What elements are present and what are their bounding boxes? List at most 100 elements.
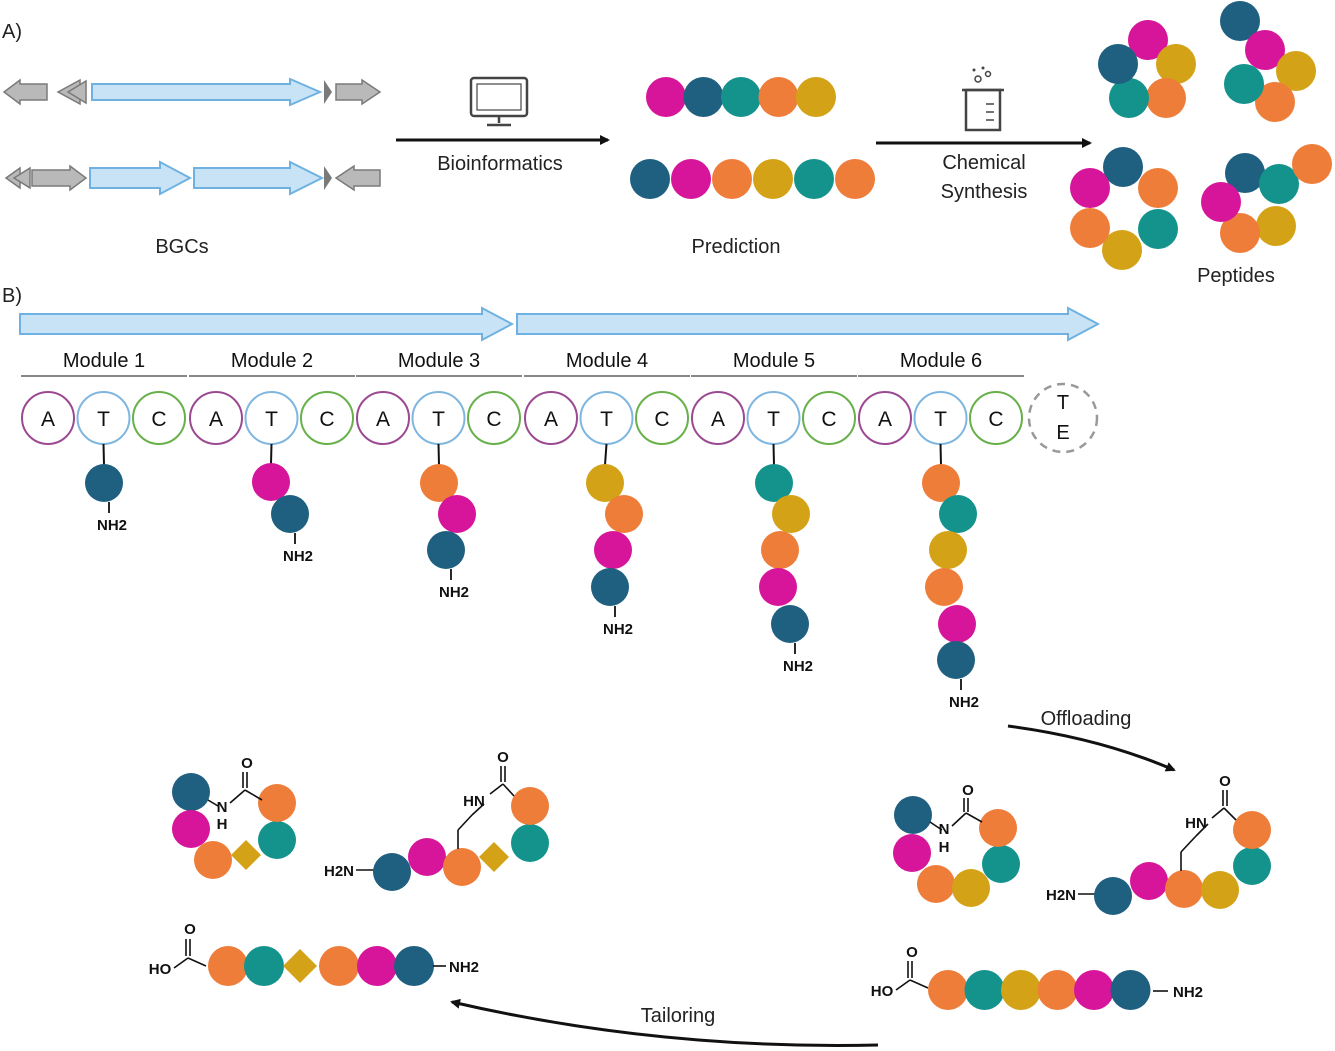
residue-navy <box>1094 877 1132 915</box>
residue-navy <box>1103 147 1143 187</box>
residue-navy <box>894 796 932 834</box>
residue-navy <box>373 853 411 891</box>
bond-line <box>207 799 219 807</box>
residue-orange <box>1146 78 1186 118</box>
domain-circle <box>802 391 856 445</box>
domain-C: C <box>635 391 689 445</box>
domain-C: C <box>969 391 1023 445</box>
h-label: H <box>217 816 228 833</box>
residue-orange <box>1037 970 1078 1010</box>
residue-navy <box>85 464 123 502</box>
bond-line <box>173 957 189 969</box>
domain-label: T <box>265 408 278 431</box>
bond-line <box>270 443 273 465</box>
residue-navy <box>771 605 809 643</box>
residue-magenta <box>759 568 797 606</box>
residue-gold <box>1201 871 1239 909</box>
residue-orange <box>194 841 232 879</box>
residue-navy <box>271 495 309 533</box>
residue-magenta <box>671 159 711 199</box>
residue-orange <box>443 848 481 886</box>
residue-orange <box>1255 82 1295 122</box>
residue-orange <box>1220 213 1260 253</box>
bond-line <box>244 789 263 801</box>
residue-teal <box>939 495 977 533</box>
domain-circle <box>858 391 912 445</box>
modified-residue-gold <box>231 840 261 870</box>
residue-orange <box>1165 870 1203 908</box>
prediction-row-2 <box>630 159 875 199</box>
domain-A: A <box>189 391 243 445</box>
n-label: N <box>939 821 950 838</box>
residue-magenta <box>1130 862 1168 900</box>
residue-orange <box>420 464 458 502</box>
tailoring-label: Tailoring <box>641 1005 715 1027</box>
residue-navy <box>630 159 670 199</box>
nh2-label: NH2 <box>1173 984 1203 1001</box>
domain-A: A <box>21 391 75 445</box>
residue-navy <box>1110 970 1151 1010</box>
residue-magenta <box>1070 168 1110 208</box>
residue-orange <box>208 946 248 986</box>
domain-label: T <box>97 408 110 431</box>
bond-line <box>457 814 473 831</box>
bioinformatics-label: Bioinformatics <box>437 153 563 175</box>
residue-orange <box>1138 168 1178 208</box>
amine-label: NH2 <box>783 658 813 675</box>
residue-navy <box>1220 1 1260 41</box>
peptidyl-chain-5: NH2 <box>755 443 813 675</box>
domain-T: T <box>579 391 634 445</box>
domain-label: T <box>934 408 947 431</box>
h2n-label: H2N <box>1046 887 1076 904</box>
domain-label: C <box>654 408 669 431</box>
bgcs-label: BGCs <box>155 236 208 258</box>
domain-label: T <box>600 408 613 431</box>
oxygen-label: O <box>962 782 974 799</box>
amine-label: NH2 <box>603 621 633 638</box>
domain-label: C <box>151 408 166 431</box>
computer-monitor-icon <box>469 76 529 127</box>
bond-line <box>772 443 775 466</box>
residue-gold <box>1001 970 1041 1010</box>
domain-te: TE <box>1027 382 1099 454</box>
peptides-label: Peptides <box>1197 265 1275 287</box>
te-label-t: T <box>1057 392 1069 414</box>
domain-T: T <box>913 391 968 445</box>
residue-magenta <box>408 838 446 876</box>
domain-label: A <box>209 408 223 431</box>
domain-T: T <box>244 391 299 445</box>
residue-gold <box>753 159 793 199</box>
residue-gold <box>952 869 990 907</box>
h2n-label: H2N <box>324 863 354 880</box>
domain-C: C <box>802 391 856 445</box>
residue-orange <box>758 77 799 117</box>
residue-orange <box>917 865 955 903</box>
n-label: N <box>217 799 228 816</box>
domain-circle <box>969 391 1023 445</box>
residue-teal <box>1224 64 1264 104</box>
bond-line <box>489 783 504 795</box>
domain-circle <box>467 391 521 445</box>
residue-gold <box>1276 51 1316 91</box>
domain-circle <box>356 391 410 445</box>
bond-line <box>909 979 929 989</box>
residue-magenta <box>172 810 210 848</box>
domain-label: C <box>319 408 334 431</box>
residue-teal <box>511 824 549 862</box>
residue-teal <box>1138 209 1178 249</box>
domain-C: C <box>300 391 354 445</box>
residue-orange <box>258 784 296 822</box>
bond-line <box>965 812 983 823</box>
domain-label: C <box>486 408 501 431</box>
residue-navy <box>1225 153 1265 193</box>
domain-C: C <box>132 391 186 445</box>
domain-label: C <box>821 408 836 431</box>
domain-circle <box>132 391 186 445</box>
tailoring-arrow <box>450 998 879 1047</box>
residue-orange <box>712 159 752 199</box>
residue-magenta <box>252 463 290 501</box>
